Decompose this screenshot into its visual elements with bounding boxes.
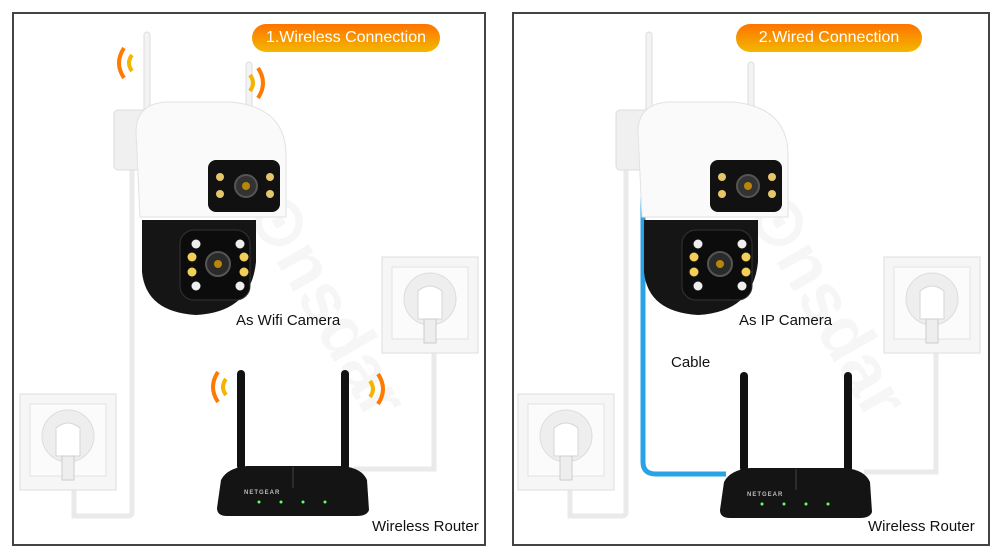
camera-label: As IP Camera: [739, 312, 833, 329]
wired-connection-panel: W⊙nsdar NETGEAR 2.Wired Connection As IP…: [512, 12, 990, 546]
router-brand-logo: NETGEAR: [747, 492, 784, 498]
camera-label: As Wifi Camera: [236, 312, 341, 329]
router-label: Wireless Router: [372, 518, 479, 535]
camera-power-cable: [71, 154, 135, 519]
wired-diagram: [517, 31, 981, 519]
router-label: Wireless Router: [868, 518, 975, 535]
panel-title-badge: 1.Wireless Connection: [252, 24, 440, 52]
right-power-outlet: [381, 256, 479, 354]
router-wifi-wave-left-icon: [211, 370, 228, 404]
left-power-outlet: [517, 393, 615, 491]
wireless-router: [216, 369, 370, 517]
wireless-connection-panel: W⊙nsdar NETGEAR 1.Wireless Connection As…: [12, 12, 486, 546]
wireless-diagram: [19, 31, 479, 519]
camera-wifi-wave-left-icon: [117, 46, 134, 80]
router-power-cable: [864, 344, 939, 475]
router-brand-logo: NETGEAR: [244, 490, 281, 496]
router-power-cable: [354, 344, 437, 472]
router-wifi-wave-right-icon: [368, 372, 385, 406]
cable-label: Cable: [671, 354, 711, 371]
left-power-outlet: [19, 393, 117, 491]
wireless-router: [719, 371, 873, 519]
right-power-outlet: [883, 256, 981, 354]
panel-title-badge: 2.Wired Connection: [736, 24, 922, 52]
camera-power-cable: [567, 154, 629, 519]
ethernet-cable: [640, 164, 726, 477]
